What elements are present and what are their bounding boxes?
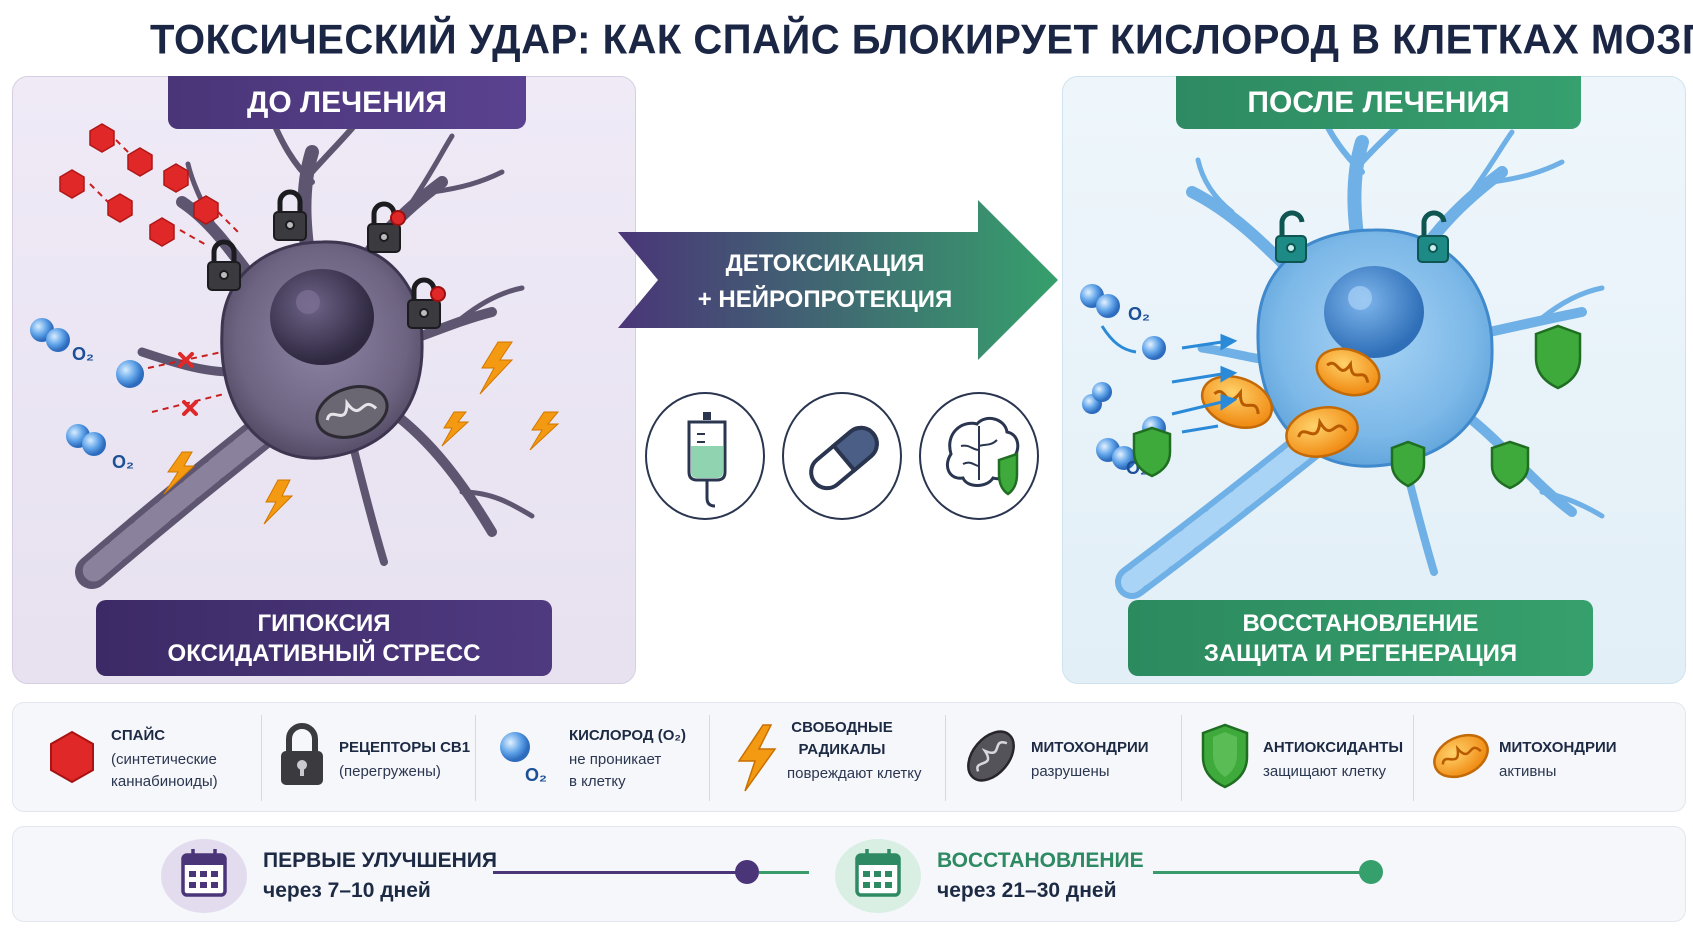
hexagon-icon: [50, 730, 94, 784]
timeline-recovery-dot: [1359, 860, 1383, 884]
spice-arrows: [89, 139, 239, 247]
timeline-first-improvements-circle: [161, 839, 247, 913]
legend-item-spice: СПАЙС (синтетические каннабиноиды): [47, 703, 267, 813]
after-result-line2: ЗАЩИТА И РЕГЕНЕРАЦИЯ: [1203, 640, 1518, 667]
oxygen-molecules-blocked: [30, 318, 144, 456]
timeline-first-sub: через 7–10 дней: [263, 879, 431, 902]
legend-item-receptors: РЕЦЕПТОРЫ CB1 (перегружены): [277, 703, 497, 813]
oxygen-molecule-icon: O₂: [500, 732, 547, 785]
damaged-mitochondrion: [315, 385, 389, 439]
legend: СПАЙС (синтетические каннабиноиды) РЕЦЕП…: [12, 702, 1686, 812]
legend-item-mitochondria-active: МИТОХОНДРИИ активны: [1431, 703, 1671, 813]
brain-shield-icon: [946, 416, 1020, 496]
brain-shield-icon-circle: [919, 392, 1039, 520]
transition-line1: ДЕТОКСИКАЦИЯ: [725, 250, 925, 277]
timeline-first-line: [493, 871, 743, 874]
calendar-icon: [855, 849, 901, 897]
antioxidant-shields: [1132, 324, 1582, 490]
shield-icon: [1201, 723, 1249, 789]
mitochondria-damaged-icon: [967, 730, 1015, 782]
blocked-receptor-locks: [207, 189, 446, 329]
timeline-recovery-line: [1153, 871, 1363, 874]
after-header: ПОСЛЕ ЛЕЧЕНИЯ: [1176, 76, 1581, 129]
damaged-neuron-illustration: O₂ O₂: [30, 121, 560, 589]
legend-item-mitochondria-damaged: МИТОХОНДРИИ разрушены: [963, 703, 1183, 813]
free-radicals: [163, 341, 560, 525]
legend-item-free-radicals: СВОБОДНЫЕ РАДИКАЛЫ повреждают клетку: [733, 703, 953, 813]
o2-label: O₂: [72, 344, 94, 364]
nucleus: [1324, 266, 1424, 358]
o2-label: O₂: [1128, 304, 1150, 324]
after-result: ВОССТАНОВЛЕНИЕ ЗАЩИТА И РЕГЕНЕРАЦИЯ: [1128, 600, 1593, 676]
oxygen-arrows: [1100, 325, 1238, 434]
page-title: ТОКСИЧЕСКИЙ УДАР: КАК СПАЙС БЛОКИРУЕТ КИ…: [150, 16, 1693, 64]
timeline-recovery-title: ВОССТАНОВЛЕНИЕ: [937, 849, 1144, 872]
svg-text:O₂: O₂: [525, 765, 547, 785]
active-mitochondria: [1200, 347, 1381, 458]
spice-molecules: [59, 123, 219, 247]
o2-label: O₂: [112, 452, 134, 472]
legend-item-antioxidants: АНТИОКСИДАНТЫ защищают клетку: [1199, 703, 1419, 813]
legend-item-oxygen: O₂ КИСЛОРОД (O₂) не проникает в клетку: [497, 703, 717, 813]
pill-capsule-icon-circle: [782, 392, 902, 520]
transition-line2: + НЕЙРОПРОТЕКЦИЯ: [697, 286, 953, 313]
transition-arrow: [618, 200, 1058, 360]
timeline-recovery-circle: [835, 839, 921, 913]
after-result-line1: ВОССТАНОВЛЕНИЕ: [1242, 610, 1479, 637]
before-result: ГИПОКСИЯ ОКСИДАТИВНЫЙ СТРЕСС: [96, 600, 552, 676]
pill-capsule-icon: [809, 425, 879, 491]
iv-drip-icon: [687, 412, 727, 508]
healthy-neuron-illustration: O₂ O₂: [1080, 117, 1605, 599]
timeline-first-title: ПЕРВЫЕ УЛУЧШЕНИЯ: [263, 849, 497, 872]
before-header: ДО ЛЕЧЕНИЯ: [168, 76, 526, 129]
iv-drip-icon-circle: [645, 392, 765, 520]
transition-label: ДЕТОКСИКАЦИЯ + НЕЙРОПРОТЕКЦИЯ: [680, 246, 970, 318]
lightning-icon: [737, 724, 777, 792]
open-receptor-locks: [1275, 210, 1449, 263]
mitochondria-active-icon: [1433, 733, 1489, 779]
calendar-icon: [181, 849, 227, 897]
timeline-recovery-sub: через 21–30 дней: [937, 879, 1117, 902]
nucleus: [270, 269, 374, 365]
timeline-first-dot: [735, 860, 759, 884]
before-result-line1: ГИПОКСИЯ: [257, 610, 391, 637]
x-marks: [178, 352, 198, 416]
before-result-line2: ОКСИДАТИВНЫЙ СТРЕСС: [167, 640, 481, 667]
timeline: ПЕРВЫЕ УЛУЧШЕНИЯ через 7–10 дней ВОССТАН…: [12, 826, 1686, 922]
padlock-icon: [281, 723, 323, 785]
